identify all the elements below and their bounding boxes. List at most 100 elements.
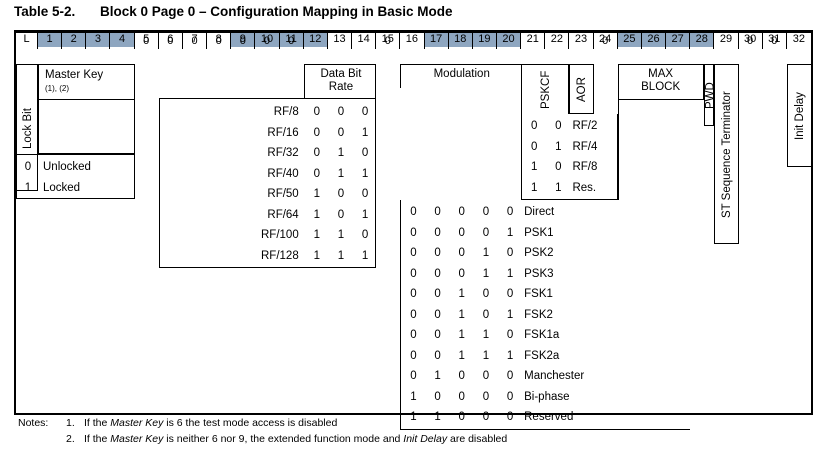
modulation-bit: 0 [410,267,417,280]
header-col-31: 31 [762,32,787,47]
data-bit-rate-bit: 0 [361,188,369,200]
modulation-bit: 0 [410,247,417,259]
modulation-bit: 0 [434,226,441,239]
modulation-bit: 1 [458,349,465,362]
data-bit-rate-bit: 1 [337,229,345,241]
zero-row-cell-10: 0 [255,32,280,49]
modulation-bit: 0 [410,370,417,382]
zero-row-cell-24: 0 [593,32,618,49]
lock-bit-name: Unlocked [43,161,91,173]
header-col-16: 16 [400,32,425,47]
modulation-bit: 0 [434,206,441,218]
modulation-bit: 0 [434,349,441,362]
zero-row-cell-2 [62,32,87,49]
master-key-value-area [38,100,135,154]
modulation-bit: 0 [434,329,441,341]
zero-row-cell-8: 0 [207,32,232,49]
modulation-bit: 0 [410,349,417,362]
master-key-label: Master Key [45,69,104,81]
pskcf-bit: 0 [555,120,562,132]
modulation-label: Modulation [433,68,490,80]
zero-row-cell-23 [569,32,594,49]
data-bit-rate-bit: 0 [337,126,345,139]
zero-row-cell-20 [496,32,522,49]
st-sequence-terminator-label: ST Sequence Terminator [721,91,734,219]
modulation-bit: 1 [410,411,417,423]
modulation-bit: 0 [434,308,441,321]
data-bit-rate-bit: 0 [313,167,320,180]
data-bit-rate-bit: 0 [313,106,320,118]
modulation-name: Manchester [524,370,585,382]
modulation-name: Bi-phase [524,390,570,403]
data-bit-rate-bit: 0 [337,106,345,118]
lock-bit-field-box: Lock Bit [16,64,38,191]
header-col-24: 24 [593,32,618,47]
data-bit-rate-bit: 1 [313,229,320,241]
modulation-bit: 0 [482,288,490,300]
modulation-bit: 0 [482,206,490,218]
pskcf-name: Res. [572,181,597,194]
data-bit-rate-bit: 1 [313,249,320,262]
data-bit-rate-bit: 1 [361,167,369,180]
zero-row-lock-cell [16,32,38,49]
pskcf-bit: 0 [531,140,538,153]
zero-row-cell-17 [424,32,449,49]
table-caption: Block 0 Page 0 – Configuration Mapping i… [100,4,453,19]
modulation-bit: 0 [506,288,514,300]
modulation-bit: 0 [506,370,514,382]
pskcf-name: RF/8 [572,161,598,173]
data-bit-rate-bit: 0 [313,147,320,159]
modulation-name: FSK2 [524,308,553,321]
zero-row-cell-18 [448,32,473,49]
aor-label: AOR [576,77,589,103]
note-text-1: If the Master Key is 6 the test mode acc… [84,417,338,429]
data-bit-rate-bit: 1 [313,208,320,221]
data-bit-rate-name: RF/50 [267,188,299,200]
zero-row-cell-21 [521,32,546,49]
zero-row-cell-9: 0 [231,32,256,49]
table-bottom-rule [14,413,813,415]
zero-row-cell-3 [86,32,111,49]
modulation-bit: 0 [506,390,514,403]
data-bit-rate-bit: 1 [337,147,345,159]
modulation-name: FSK1a [524,329,560,341]
modulation-name: FSK1 [524,288,553,300]
zero-row-cell-7: 0 [182,32,208,49]
note-number-2: 2. [66,433,75,445]
pskcf-bit: 1 [555,140,562,153]
zero-row-cell-31: 0 [762,32,787,49]
init-delay-field-box: Init Delay [786,64,811,167]
modulation-name: PSK3 [524,267,554,280]
modulation-name: FSK2a [524,349,560,362]
modulation-bit: 0 [506,247,514,259]
header-col-12: 12 [303,32,328,47]
modulation-bit: 0 [482,390,490,403]
data-bit-rate-name: RF/16 [267,126,299,139]
modulation-bit: 0 [434,247,441,259]
header-col-15: 15 [376,32,401,47]
zero-row-cell-1 [38,32,63,49]
data-bit-rate-bit: 1 [337,167,345,180]
modulation-bit: 0 [458,206,465,218]
modulation-bit: 1 [458,329,465,341]
data-bit-rate-bit: 1 [361,249,369,262]
modulation-name: Direct [524,206,555,218]
zero-row-cell-26 [641,32,667,49]
modulation-bit: 1 [482,329,490,341]
modulation-bit: 1 [458,308,465,321]
data-bit-rate-name: RF/8 [273,106,299,118]
zero-row-cell-16 [400,32,425,49]
master-key-field-box: Master Key(1), (2) [38,64,135,100]
zero-row-cell-15: 0 [376,32,401,49]
